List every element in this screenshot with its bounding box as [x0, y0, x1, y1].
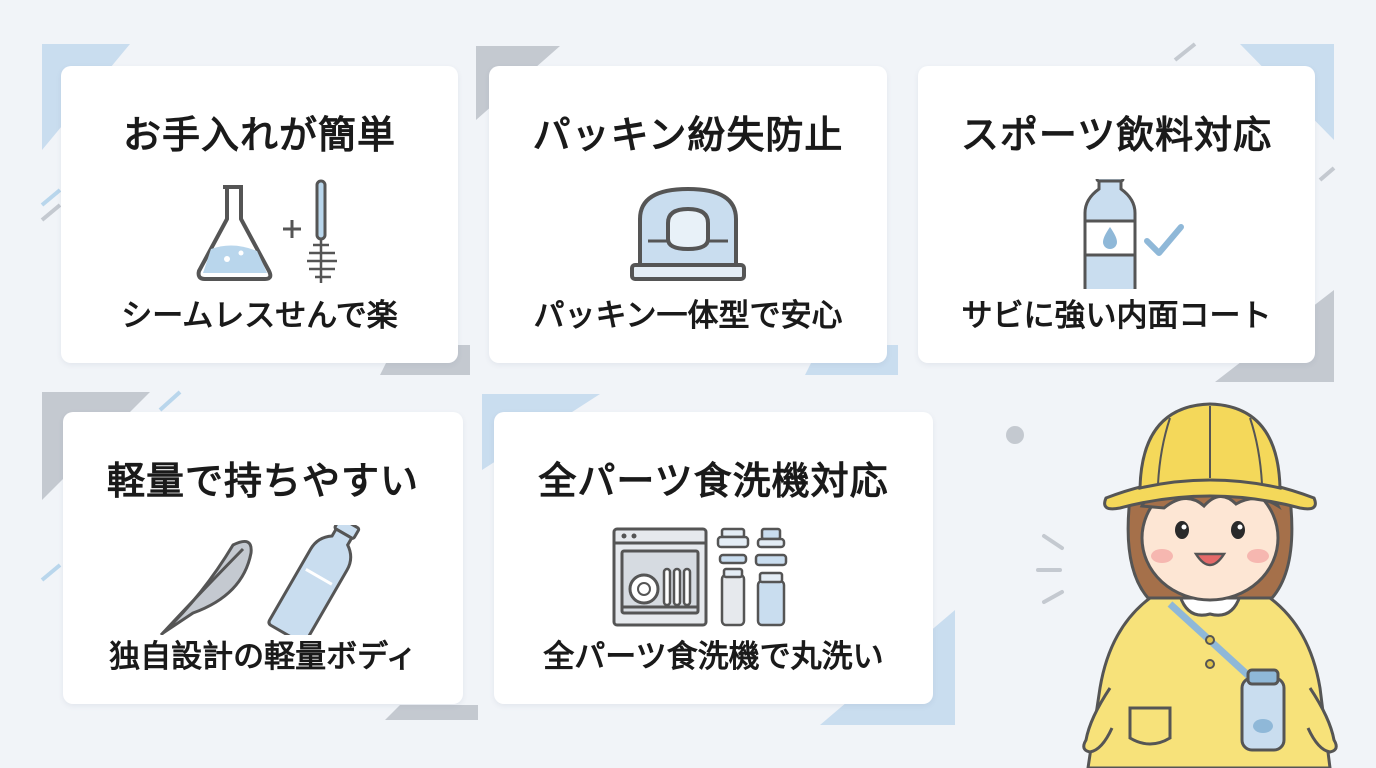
feature-title: 全パーツ食洗機対応 — [538, 459, 889, 503]
feather-bottle-icon — [159, 525, 361, 635]
feature-subtitle: サビに強い内面コート — [961, 298, 1272, 334]
feature-card-gasket: パッキン紛失防止 パッキン一体型で安心 — [489, 66, 887, 363]
feature-subtitle: パッキン一体型で安心 — [533, 298, 843, 334]
feature-subtitle: 全パーツ食洗機で丸洗い — [543, 639, 884, 675]
feature-title: スポーツ飲料対応 — [960, 113, 1273, 157]
flask-brush-icon — [196, 179, 337, 283]
kindergarten-girl-icon — [1036, 402, 1338, 768]
feature-card-sports-drink: スポーツ飲料対応 サビに強い内面コート — [918, 66, 1315, 363]
feature-title: お手入れが簡単 — [122, 113, 396, 157]
feature-title: パッキン紛失防止 — [532, 113, 844, 157]
feature-subtitle: 独自設計の軽量ボディ — [109, 639, 417, 675]
feature-title: 軽量で持ちやすい — [106, 459, 419, 503]
feature-subtitle: シームレスせんで楽 — [121, 298, 398, 334]
dishwasher-parts-icon — [612, 527, 787, 627]
bottle-check-icon — [1083, 179, 1184, 289]
feature-card-lightweight: 軽量で持ちやすい 独自設計の軽量ボディ — [63, 412, 463, 704]
feature-card-dishwasher: 全パーツ食洗機対応 全パーツ食洗機で丸洗い — [494, 412, 933, 704]
gasket-icon — [630, 187, 746, 281]
feature-card-easy-care: お手入れが簡単 シームレスせんで楽 — [61, 66, 458, 363]
